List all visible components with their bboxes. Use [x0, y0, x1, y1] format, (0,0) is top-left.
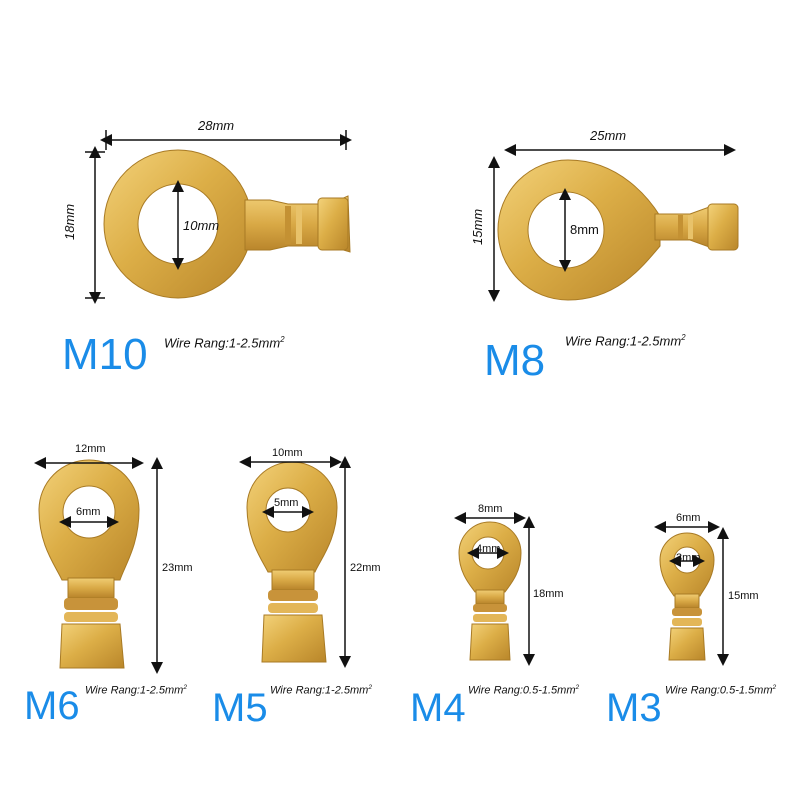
m8-wire-sup: 2: [681, 333, 686, 342]
m8-terminal: [497, 159, 739, 301]
dimension-lines: [34, 130, 736, 674]
m6-size-label: M6: [24, 684, 80, 728]
m8-height-label: 15mm: [470, 208, 485, 245]
m10-height-label: 18mm: [62, 203, 77, 240]
m5-wire-sup: 2: [368, 684, 372, 691]
m4-hole-label: 4mm: [476, 543, 501, 555]
m10-wire-value: 1-2.5mm: [228, 335, 281, 351]
m10-wire-range: Wire Rang:1-2.5mm2: [164, 335, 285, 350]
m5-size-label: M5: [212, 686, 268, 730]
m4-terminal: [458, 521, 522, 661]
m10-size-label: M10: [62, 330, 148, 379]
m10-wire-label: Wire Rang:: [164, 335, 229, 351]
m8-size-label: M8: [484, 336, 546, 385]
m3-width-label: 6mm: [676, 512, 701, 524]
m4-size-label: M4: [410, 686, 466, 730]
m3-hole-label: 3mm: [676, 552, 701, 564]
m10-wire-sup: 2: [280, 335, 285, 344]
m6-width-label: 12mm: [75, 443, 106, 455]
m8-hole-label: 8mm: [570, 222, 599, 237]
m5-wire-value: 1-2.5mm: [324, 684, 369, 697]
m8-wire-label: Wire Rang:: [565, 333, 630, 349]
m3-wire-range: Wire Rang:0.5-1.5mm2: [665, 684, 776, 697]
m6-wire-value: 1-2.5mm: [139, 684, 184, 697]
m6-terminal: [38, 459, 140, 669]
m5-hole-label: 5mm: [274, 497, 299, 509]
m6-wire-label: Wire Rang:: [85, 684, 140, 697]
m3-terminal: [659, 532, 715, 661]
m6-wire-sup: 2: [183, 684, 187, 691]
m3-wire-sup: 2: [772, 684, 777, 691]
m8-wire-range: Wire Rang:1-2.5mm2: [565, 333, 686, 348]
m4-wire-value: 0.5-1.5mm: [522, 684, 576, 697]
m4-width-label: 8mm: [478, 503, 503, 515]
m8-width-label: 25mm: [590, 128, 627, 143]
m10-width-label: 28mm: [198, 118, 235, 133]
m3-wire-value: 0.5-1.5mm: [719, 684, 773, 697]
m3-size-label: M3: [606, 686, 662, 730]
m4-wire-sup: 2: [575, 684, 580, 691]
m6-wire-range: Wire Rang:1-2.5mm2: [85, 684, 187, 697]
m5-height-label: 22mm: [350, 562, 381, 574]
m5-wire-range: Wire Rang:1-2.5mm2: [270, 684, 372, 697]
m6-hole-label: 6mm: [76, 506, 101, 518]
m4-height-label: 18mm: [533, 588, 564, 600]
m10-terminal: [103, 149, 351, 299]
m5-wire-label: Wire Rang:: [270, 684, 325, 697]
m6-height-label: 23mm: [162, 562, 193, 574]
m4-wire-label: Wire Rang:: [468, 684, 523, 697]
m8-wire-value: 1-2.5mm: [629, 333, 682, 349]
m5-terminal: [246, 461, 338, 663]
m5-width-label: 10mm: [272, 447, 303, 459]
m10-hole-label: 10mm: [183, 218, 220, 233]
m3-height-label: 15mm: [728, 590, 759, 602]
m4-wire-range: Wire Rang:0.5-1.5mm2: [468, 684, 579, 697]
m3-wire-label: Wire Rang:: [665, 684, 720, 697]
